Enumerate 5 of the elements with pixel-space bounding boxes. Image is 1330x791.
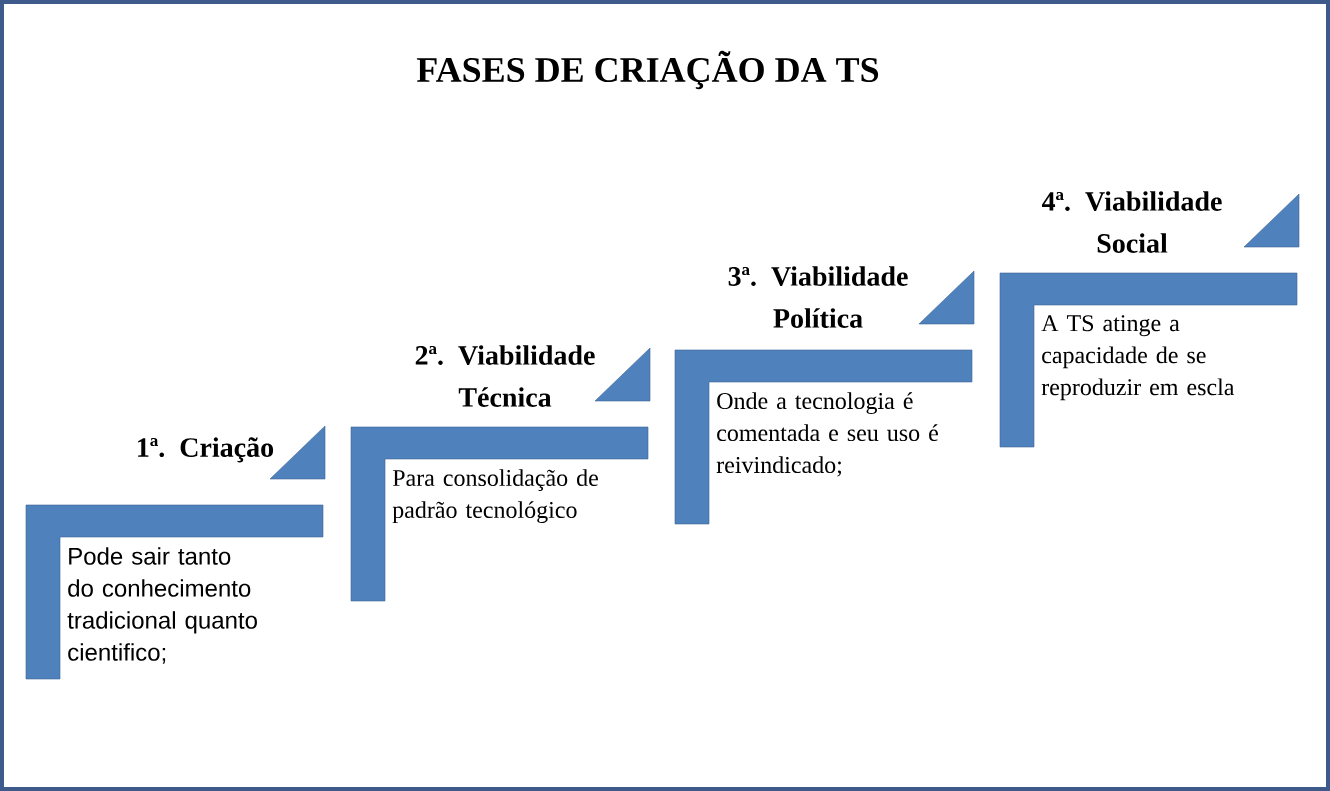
step-heading: 2ª. Viabilidade Técnica bbox=[415, 345, 595, 407]
step-heading: 4ª. Viabilidade Social bbox=[1041, 191, 1222, 253]
step-heading: 3ª. Viabilidade Política bbox=[728, 266, 908, 328]
step-heading: 1ª. Criação bbox=[138, 437, 274, 463]
title: FASES DE CRIAÇÃO DA TS bbox=[416, 50, 879, 90]
